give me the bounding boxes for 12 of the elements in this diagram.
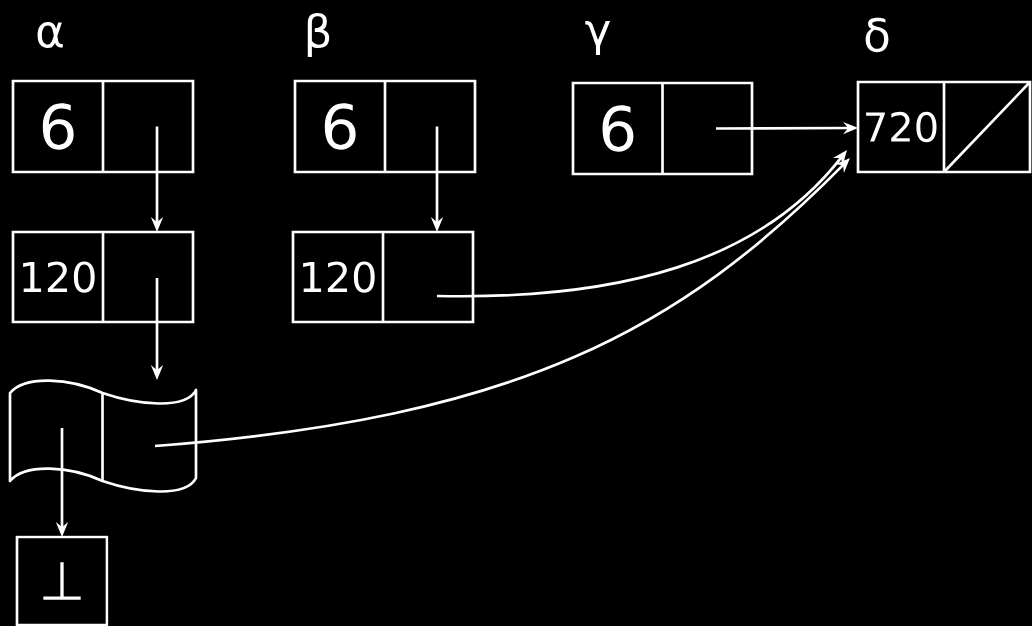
cons-cell: 6 [571,81,754,176]
cons-cell: ⊥ [15,535,109,626]
variable-label: β [307,12,330,58]
cons-cell: 120 [291,230,475,324]
variable-label: α [37,22,63,48]
variable-label: γ [585,20,611,56]
variable-label: δ [865,17,889,53]
cons-cell: 720 [856,80,1032,174]
cons-cell: 120 [11,230,195,324]
wavy-cell [8,379,198,493]
cons-cell: 6 [293,79,477,174]
cons-cell: 6 [11,79,195,174]
